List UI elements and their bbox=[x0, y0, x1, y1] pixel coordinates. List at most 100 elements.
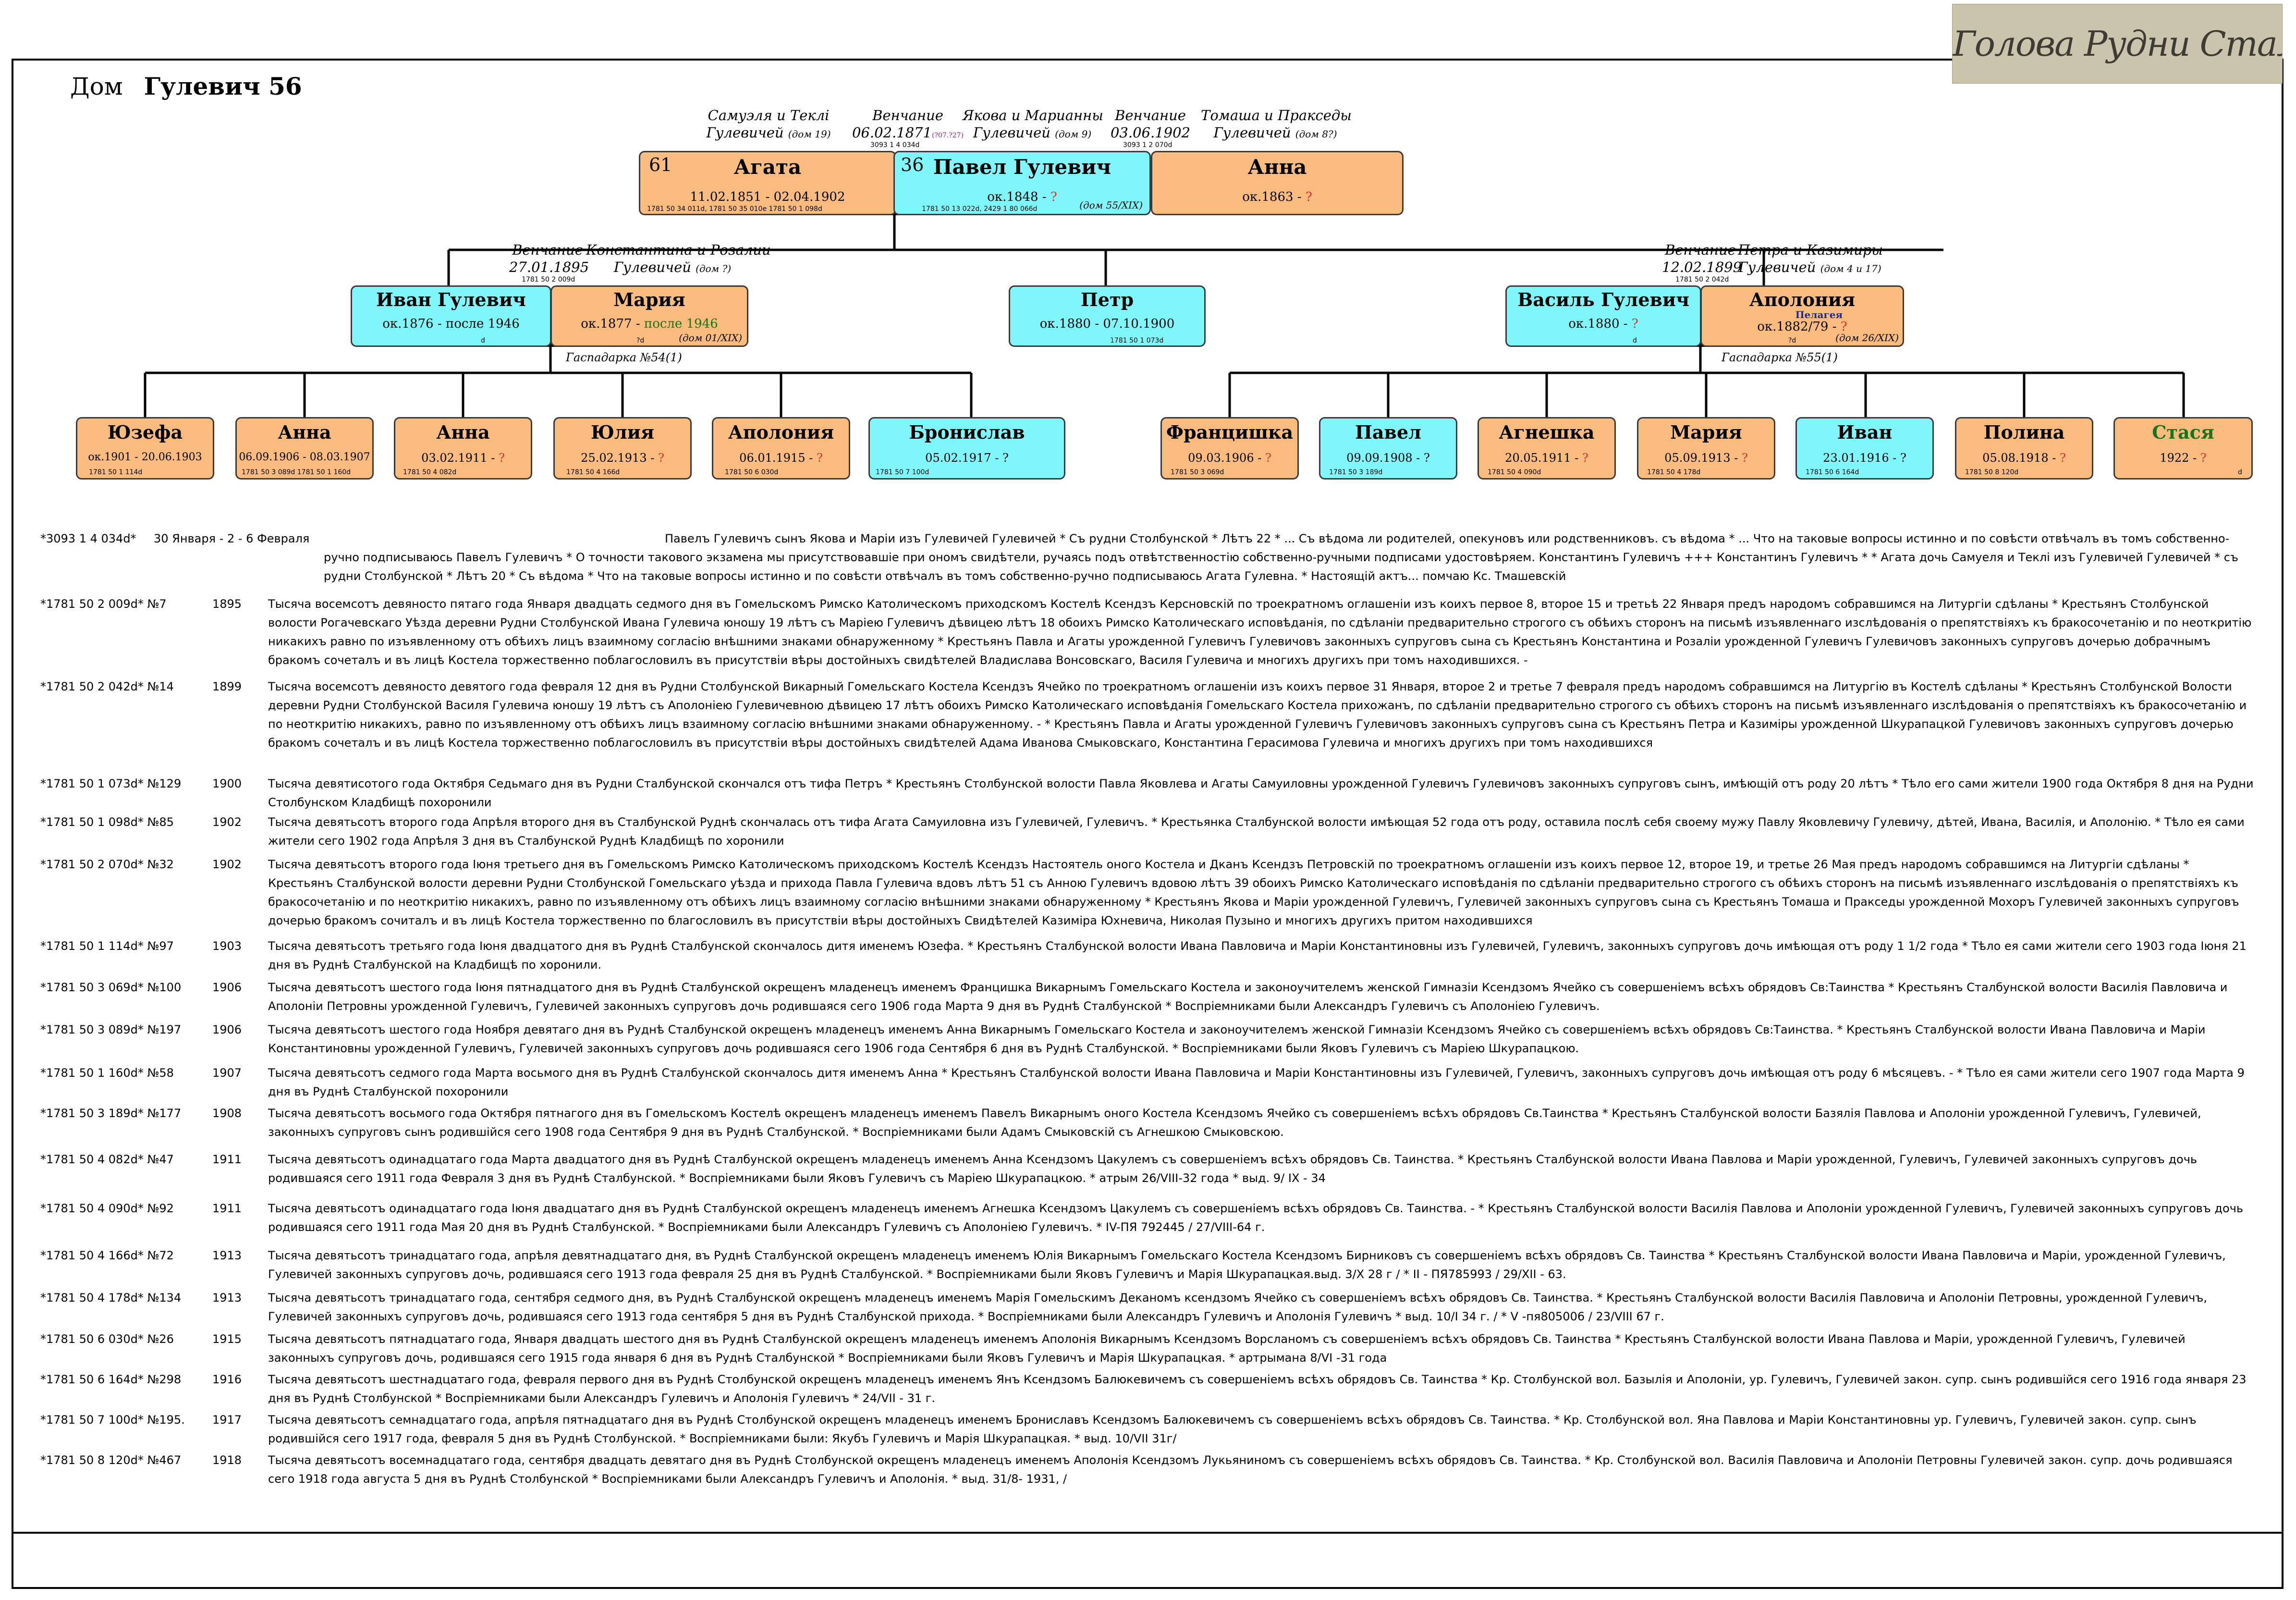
record-year: 1906 bbox=[212, 1023, 242, 1036]
person-anna-1911[interactable]: Анна 03.02.1911 - ? 1781 50 4 082d bbox=[394, 417, 532, 480]
person-ref: 1781 50 4 166d bbox=[566, 468, 620, 476]
person-house: (дом 26/XIX) bbox=[1835, 332, 1899, 344]
date-range: ок.1877 - bbox=[581, 317, 644, 331]
record-id: *1781 50 4 090d* №92 bbox=[40, 1202, 174, 1215]
person-name: Юзефа bbox=[107, 421, 183, 443]
person-anna-wife[interactable]: Анна ок.1863 - ? bbox=[1151, 151, 1404, 215]
person-dates: 23.01.1916 - ? bbox=[1823, 451, 1906, 465]
date-unknown: ? bbox=[1050, 190, 1057, 204]
person-apolonia-wife[interactable]: Аполония Пелагея ок.1882/79 - ? ?d (дом … bbox=[1700, 285, 1904, 347]
date-range: 1922 - bbox=[2160, 451, 2200, 465]
person-dates: ок.1880 - ? bbox=[1507, 317, 1700, 331]
person-dates: ок.1848 - ? bbox=[895, 190, 1149, 204]
person-pavel[interactable]: 36 Павел Гулевич ок.1848 - ? 1781 50 13 … bbox=[893, 151, 1151, 215]
parents-note-yakov-mariana: Якова и Марианны Гулевичей (дом 9) bbox=[963, 107, 1103, 143]
parents-note-petr-kazimira: Петра и Казимиры Гулевичей (дом 4 и 17) bbox=[1738, 241, 1883, 277]
person-house: (дом 01/XIX) bbox=[679, 332, 742, 344]
person-ivan-1916[interactable]: Иван 23.01.1916 - ? 1781 50 6 164d bbox=[1795, 417, 1934, 480]
person-dates: 06.01.1915 - ? bbox=[713, 451, 849, 465]
wedding-date-line: 06.02.1871(?07.?27) bbox=[845, 124, 970, 144]
person-name: Иван bbox=[1837, 421, 1893, 443]
wedding-note-1: Венчание 06.02.1871(?07.?27) bbox=[845, 107, 970, 144]
date-range: 09.03.1906 - bbox=[1188, 451, 1265, 465]
bottom-rule bbox=[12, 1532, 2284, 1534]
person-number: 36 bbox=[901, 154, 924, 175]
person-name: Агата bbox=[733, 155, 802, 179]
wedding-title: Венчание bbox=[1665, 242, 1736, 258]
record-id: *1781 50 2 070d* №32 bbox=[40, 858, 174, 871]
record-year: 1900 bbox=[212, 777, 242, 790]
person-name: Мария bbox=[613, 289, 685, 310]
wedding-ref-1: 3093 1 4 034d bbox=[870, 141, 920, 149]
person-dates: ок.1876 - после 1946 bbox=[382, 317, 520, 331]
record-year: 1899 bbox=[212, 680, 242, 693]
record-id: *1781 50 7 100d* №195. bbox=[40, 1413, 185, 1427]
note-line: Гулевичей (дом ?) bbox=[586, 258, 759, 277]
record-id: *1781 50 1 073d* №129 bbox=[40, 777, 182, 790]
person-ref: 1781 50 34 011d, 1781 50 35 010e 1781 50… bbox=[647, 205, 822, 213]
person-yuzefa[interactable]: Юзефа ок.1901 - 20.06.1903 1781 50 1 114… bbox=[76, 417, 214, 480]
record-id: *1781 50 8 120d* №467 bbox=[40, 1453, 182, 1467]
person-stasya[interactable]: Стася 1922 - ? d bbox=[2113, 417, 2253, 480]
date-unknown: ? bbox=[1305, 190, 1312, 204]
record-text: Тысяча девятьсотъ семнадцатаго года, апр… bbox=[268, 1413, 2197, 1445]
person-maria[interactable]: Мария ок.1877 - после 1946 ?d (дом 01/XI… bbox=[550, 285, 748, 347]
person-bronislav[interactable]: Бронислав 05.02.1917 - ? 1781 50 7 100d bbox=[868, 417, 1065, 480]
person-dates: 1922 - ? bbox=[2115, 451, 2251, 465]
person-vasil[interactable]: Василь Гулевич ок.1880 - ? d bbox=[1505, 285, 1701, 347]
person-petr[interactable]: Петр ок.1880 - 07.10.1900 1781 50 1 073d bbox=[1009, 285, 1206, 347]
record-text: Тысяча девятьсотъ одинадцатаго года Март… bbox=[268, 1153, 2198, 1185]
person-agneshka[interactable]: Агнешка 20.05.1911 - ? 1781 50 4 090d bbox=[1478, 417, 1616, 480]
person-name: Агнешка bbox=[1499, 421, 1595, 443]
note-text: Гулевичей bbox=[706, 124, 784, 141]
note-house: (дом 19) bbox=[788, 128, 831, 140]
household-note-55: Гаспадарка №55(1) bbox=[1722, 351, 1838, 364]
record-year: 1902 bbox=[212, 815, 242, 829]
record-id: *1781 50 3 069d* №100 bbox=[40, 981, 182, 994]
date-range: ок.1880 - bbox=[1568, 317, 1632, 331]
record-text: Тысяча восемсотъ девяносто девятого года… bbox=[268, 680, 2247, 750]
note-line: Якова и Марианны bbox=[963, 107, 1103, 123]
person-polina[interactable]: Полина 05.08.1918 - ? 1781 50 8 120d bbox=[1955, 417, 2093, 480]
parents-note-konstantin-rozalia: Константина и Розалии Гулевичей (дом ?) bbox=[586, 241, 771, 277]
person-ref: 1781 50 3 189d bbox=[1329, 468, 1383, 476]
record-id: *1781 50 2 009d* №7 bbox=[40, 597, 167, 611]
date-unknown: ? bbox=[658, 451, 664, 465]
person-dates: ок.1877 - после 1946 bbox=[552, 317, 747, 331]
person-name: Бронислав bbox=[909, 421, 1025, 443]
record-text: Тысяча девятьсотъ второго года Апрѣля вт… bbox=[268, 815, 2245, 848]
person-dates: 09.09.1908 - ? bbox=[1346, 451, 1430, 465]
record-year: 1911 bbox=[212, 1153, 242, 1166]
person-pavel-1908[interactable]: Павел 09.09.1908 - ? 1781 50 3 189d bbox=[1319, 417, 1457, 480]
person-number: 61 bbox=[649, 154, 672, 175]
person-dates: 09.03.1906 - ? bbox=[1162, 451, 1297, 465]
person-maria-1913[interactable]: Мария 05.09.1913 - ? 1781 50 4 178d bbox=[1637, 417, 1775, 480]
date-unknown: ? bbox=[1741, 451, 1748, 465]
person-anna-1906[interactable]: Анна 06.09.1906 - 08.03.1907 1781 50 3 0… bbox=[235, 417, 374, 480]
person-yulia[interactable]: Юлия 25.02.1913 - ? 1781 50 4 166d bbox=[553, 417, 692, 480]
date-unknown: ? bbox=[1265, 451, 1271, 465]
record-text: Тысяча девятьсотъ одинадцатаго года Іюня… bbox=[268, 1202, 2244, 1234]
house-label: Дом bbox=[70, 73, 123, 100]
person-ref: ?d bbox=[636, 337, 645, 345]
record-id: *1781 50 1 114d* №97 bbox=[40, 939, 174, 953]
household-note-54: Гаспадарка №54(1) bbox=[566, 351, 682, 364]
person-apolonia-1915[interactable]: Аполония 06.01.1915 - ? 1781 50 6 030d bbox=[712, 417, 850, 480]
person-name: Анна bbox=[1247, 155, 1307, 179]
person-ivan[interactable]: Иван Гулевич ок.1876 - после 1946 d bbox=[351, 285, 551, 347]
date-range: ок.1848 - bbox=[987, 190, 1050, 204]
wedding-ref-4: 1781 50 2 042d bbox=[1675, 276, 1729, 283]
date-unknown: ? bbox=[2059, 451, 2066, 465]
wedding-date-note: (?07.?27) bbox=[932, 132, 964, 139]
date-range: ок.1863 - bbox=[1242, 190, 1306, 204]
person-agata[interactable]: 61 Агата 11.02.1851 - 02.04.1902 1781 50… bbox=[639, 151, 896, 215]
record-year: 1895 bbox=[212, 597, 242, 611]
person-dates: 03.02.1911 - ? bbox=[395, 451, 531, 465]
person-francishka[interactable]: Франциш­ка 09.03.1906 - ? 1781 50 3 069d bbox=[1160, 417, 1299, 480]
